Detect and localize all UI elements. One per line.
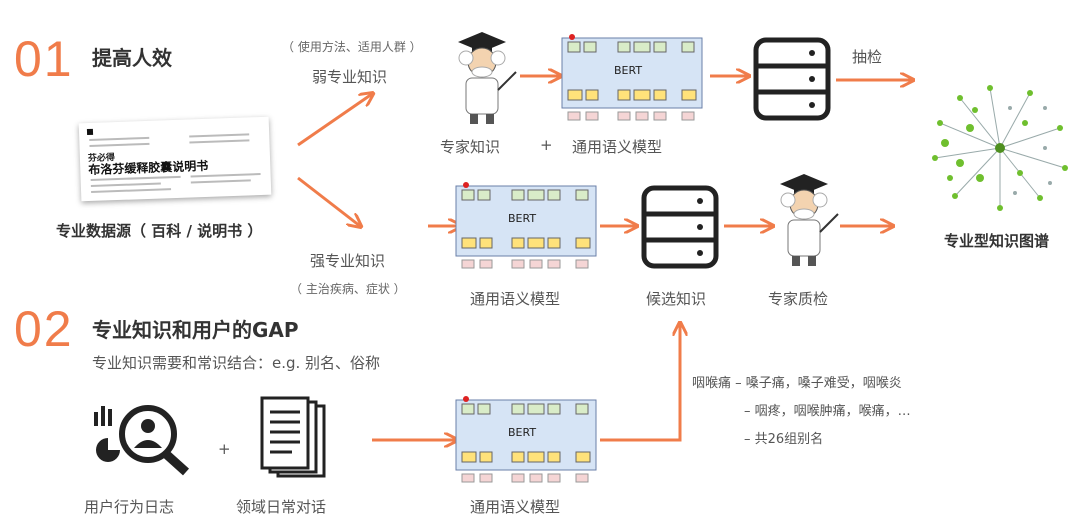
plus-sign-2: +	[218, 440, 231, 458]
strong-knowledge-label: 强专业知识	[310, 252, 386, 270]
model-label-2: 通用语义模型	[470, 290, 561, 308]
data-source-label: 专业数据源（ 百科 / 说明书 ）	[56, 222, 263, 240]
expert-qc-label: 专家质检	[768, 290, 829, 308]
weak-knowledge-hint: （ 使用方法、适用人群 ）	[282, 40, 422, 54]
strong-knowledge-hint: （ 主治疾病、症状 ）	[290, 282, 406, 296]
arrow-bert-to-candidate-2	[600, 324, 680, 442]
alias-note-3: – 共26组别名	[744, 432, 824, 447]
expert-knowledge-label: 专家知识	[440, 138, 501, 156]
model-label-1: 通用语义模型	[572, 138, 663, 156]
section-title-1: 提高人效	[92, 46, 172, 70]
section-number-02: 02	[14, 301, 74, 357]
bert-label-2: BERT	[508, 212, 537, 225]
plus-sign-1: +	[540, 136, 553, 154]
bert-label-3: BERT	[508, 426, 537, 439]
model-label-3: 通用语义模型	[470, 498, 561, 516]
bert-label-1: BERT	[614, 64, 643, 77]
weak-knowledge-label: 弱专业知识	[312, 68, 388, 86]
dialogue-label: 领域日常对话	[236, 498, 327, 516]
sample-check-label: 抽检	[852, 48, 883, 66]
section-subtitle-2: 专业知识需要和常识结合：e.g. 别名、俗称	[92, 354, 381, 372]
user-log-label: 用户行为日志	[84, 498, 175, 516]
database-icon-2	[641, 185, 719, 269]
alias-note-1: 咽喉痛 – 嗓子痛，嗓子难受，咽喉炎	[692, 376, 902, 391]
knowledge-graph-label: 专业型知识图谱	[944, 232, 1050, 250]
section-title-2: 专业知识和用户的GAP	[92, 318, 299, 342]
arrow-to-weak	[297, 94, 372, 147]
section-number-01: 01	[14, 31, 74, 87]
alias-note-2: – 咽疼，咽喉肿痛，喉痛，…	[744, 404, 911, 419]
arrow-to-strong	[297, 176, 360, 226]
candidate-knowledge-label: 候选知识	[646, 290, 707, 308]
database-icon-1	[753, 37, 831, 121]
